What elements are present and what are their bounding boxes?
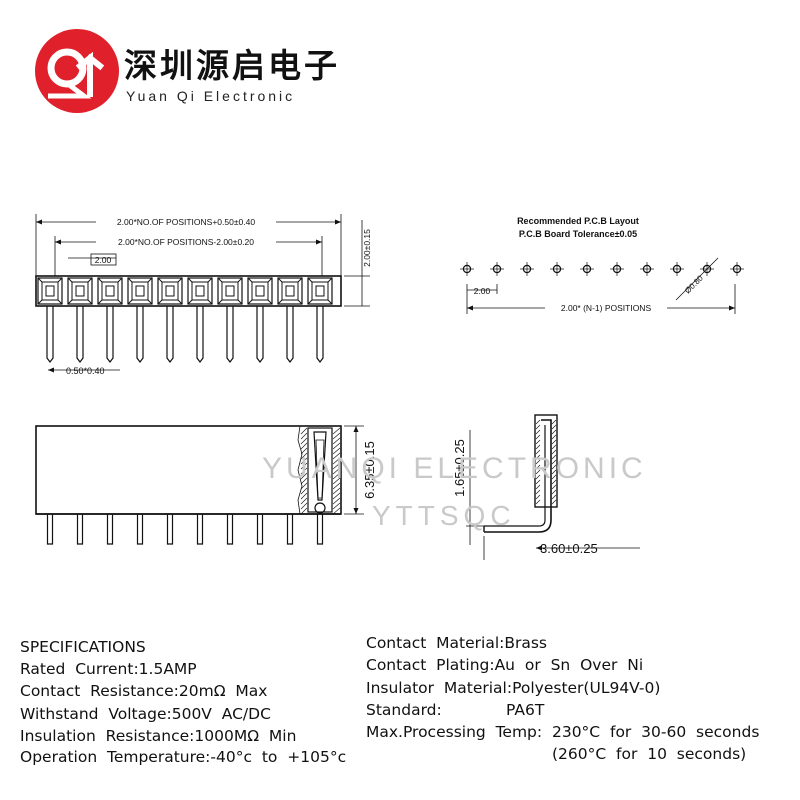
spec-withstand-voltage: Withstand Voltage:500V AC/DC — [20, 705, 271, 723]
side-pin — [256, 514, 264, 545]
pcb-tolerance: P.C.B Board Tolerance±0.05 — [519, 229, 637, 239]
spec-standard-label: Standard: — [366, 701, 442, 719]
side-pin — [316, 514, 324, 545]
spec-contact-plating: Contact Plating:Au or Sn Over Ni — [366, 656, 644, 674]
spec-insulator-material: Insulator Material:Polyester(UL94V-0) — [366, 679, 661, 697]
contact-cell — [37, 277, 63, 305]
dim-section-height: 1.65±0.25 — [452, 439, 467, 497]
dim-pitch-top: 2.00 — [95, 255, 112, 265]
spec-operation-temperature: Operation Temperature:-40°c to +105°c — [20, 748, 347, 766]
spec-max-processing-temp: Max.Processing Temp: 230°C for 30-60 sec… — [366, 723, 760, 741]
side-pin — [196, 514, 204, 545]
side-view: 6.35±0.15 — [35, 425, 377, 545]
pcb-layout: Recommended P.C.B Layout P.C.B Board Tol… — [460, 216, 744, 314]
brand-name-en: Yuan Qi Electronic — [126, 88, 296, 104]
pin — [226, 306, 234, 363]
logo-arrow-icon — [75, 51, 105, 97]
pin — [166, 306, 174, 363]
watermark-line1: YUANQI ELECTRONIC — [262, 452, 647, 485]
contact-cell — [247, 277, 273, 305]
watermark-line2: YTTSQC — [372, 500, 516, 531]
contact-cell — [157, 277, 183, 305]
contact-cell — [277, 277, 303, 305]
pin — [196, 306, 204, 363]
spec-contact-material: Contact Material:Brass — [366, 634, 548, 652]
logo-circle — [35, 29, 119, 113]
dim-pin-size: 0.50*0.40 — [66, 366, 105, 376]
dim-pitch-span: 2.00*NO.OF POSITIONS-2.00±0.20 — [118, 237, 254, 247]
side-pin — [166, 514, 174, 545]
technical-drawing: 2.00*NO.OF POSITIONS+0.50±0.40 2.00*NO.O… — [35, 214, 744, 560]
spec-insulation-resistance: Insulation Resistance:1000MΩ Min — [20, 727, 297, 745]
contact-cell — [97, 277, 123, 305]
side-pin — [76, 514, 84, 545]
side-pin — [226, 514, 234, 545]
dim-body-height: 6.35±0.15 — [362, 441, 377, 499]
pin — [316, 306, 324, 363]
pin — [136, 306, 144, 363]
spec-standard-value: PA6T — [506, 701, 545, 719]
brand-logo — [35, 29, 119, 113]
pcb-dim-span: 2.00* (N-1) POSITIONS — [561, 303, 652, 313]
side-pin — [106, 514, 114, 545]
logo-q-tail — [48, 82, 92, 99]
spec-rated-current: Rated Current:1.5AMP — [20, 660, 197, 678]
brand-name-cn: 深圳源启电子 — [124, 46, 340, 85]
pin — [46, 306, 54, 363]
pcb-dim-pitch: 2.00 — [474, 286, 491, 296]
spec-contact-resistance: Contact Resistance:20mΩ Max — [20, 682, 268, 700]
pin — [76, 306, 84, 363]
dim-height-top: 2.00±0.15 — [362, 229, 372, 267]
logo-q-ring — [47, 48, 87, 88]
side-pin — [46, 514, 54, 545]
contact-cell — [127, 277, 153, 305]
side-pin — [136, 514, 144, 545]
contact-cell — [217, 277, 243, 305]
pcb-dim-hole: Ø0.80 — [683, 273, 705, 295]
spec-processing-temp-alt: (260°C for 10 seconds) — [552, 745, 747, 763]
spec-heading: SPECIFICATIONS — [20, 638, 146, 656]
pin — [286, 306, 294, 363]
contact-cell — [307, 277, 333, 305]
side-pin — [286, 514, 294, 545]
section-view: 1.65±0.25 3.60±0.25 — [452, 414, 640, 560]
top-view: 2.00*NO.OF POSITIONS+0.50±0.40 2.00*NO.O… — [35, 214, 372, 376]
pin — [106, 306, 114, 363]
contact-cell — [67, 277, 93, 305]
dim-section-width: 3.60±0.25 — [540, 541, 598, 556]
contact-cell — [187, 277, 213, 305]
dim-overall-length: 2.00*NO.OF POSITIONS+0.50±0.40 — [117, 217, 255, 227]
pcb-layout-title: Recommended P.C.B Layout — [517, 216, 639, 226]
pin — [256, 306, 264, 363]
